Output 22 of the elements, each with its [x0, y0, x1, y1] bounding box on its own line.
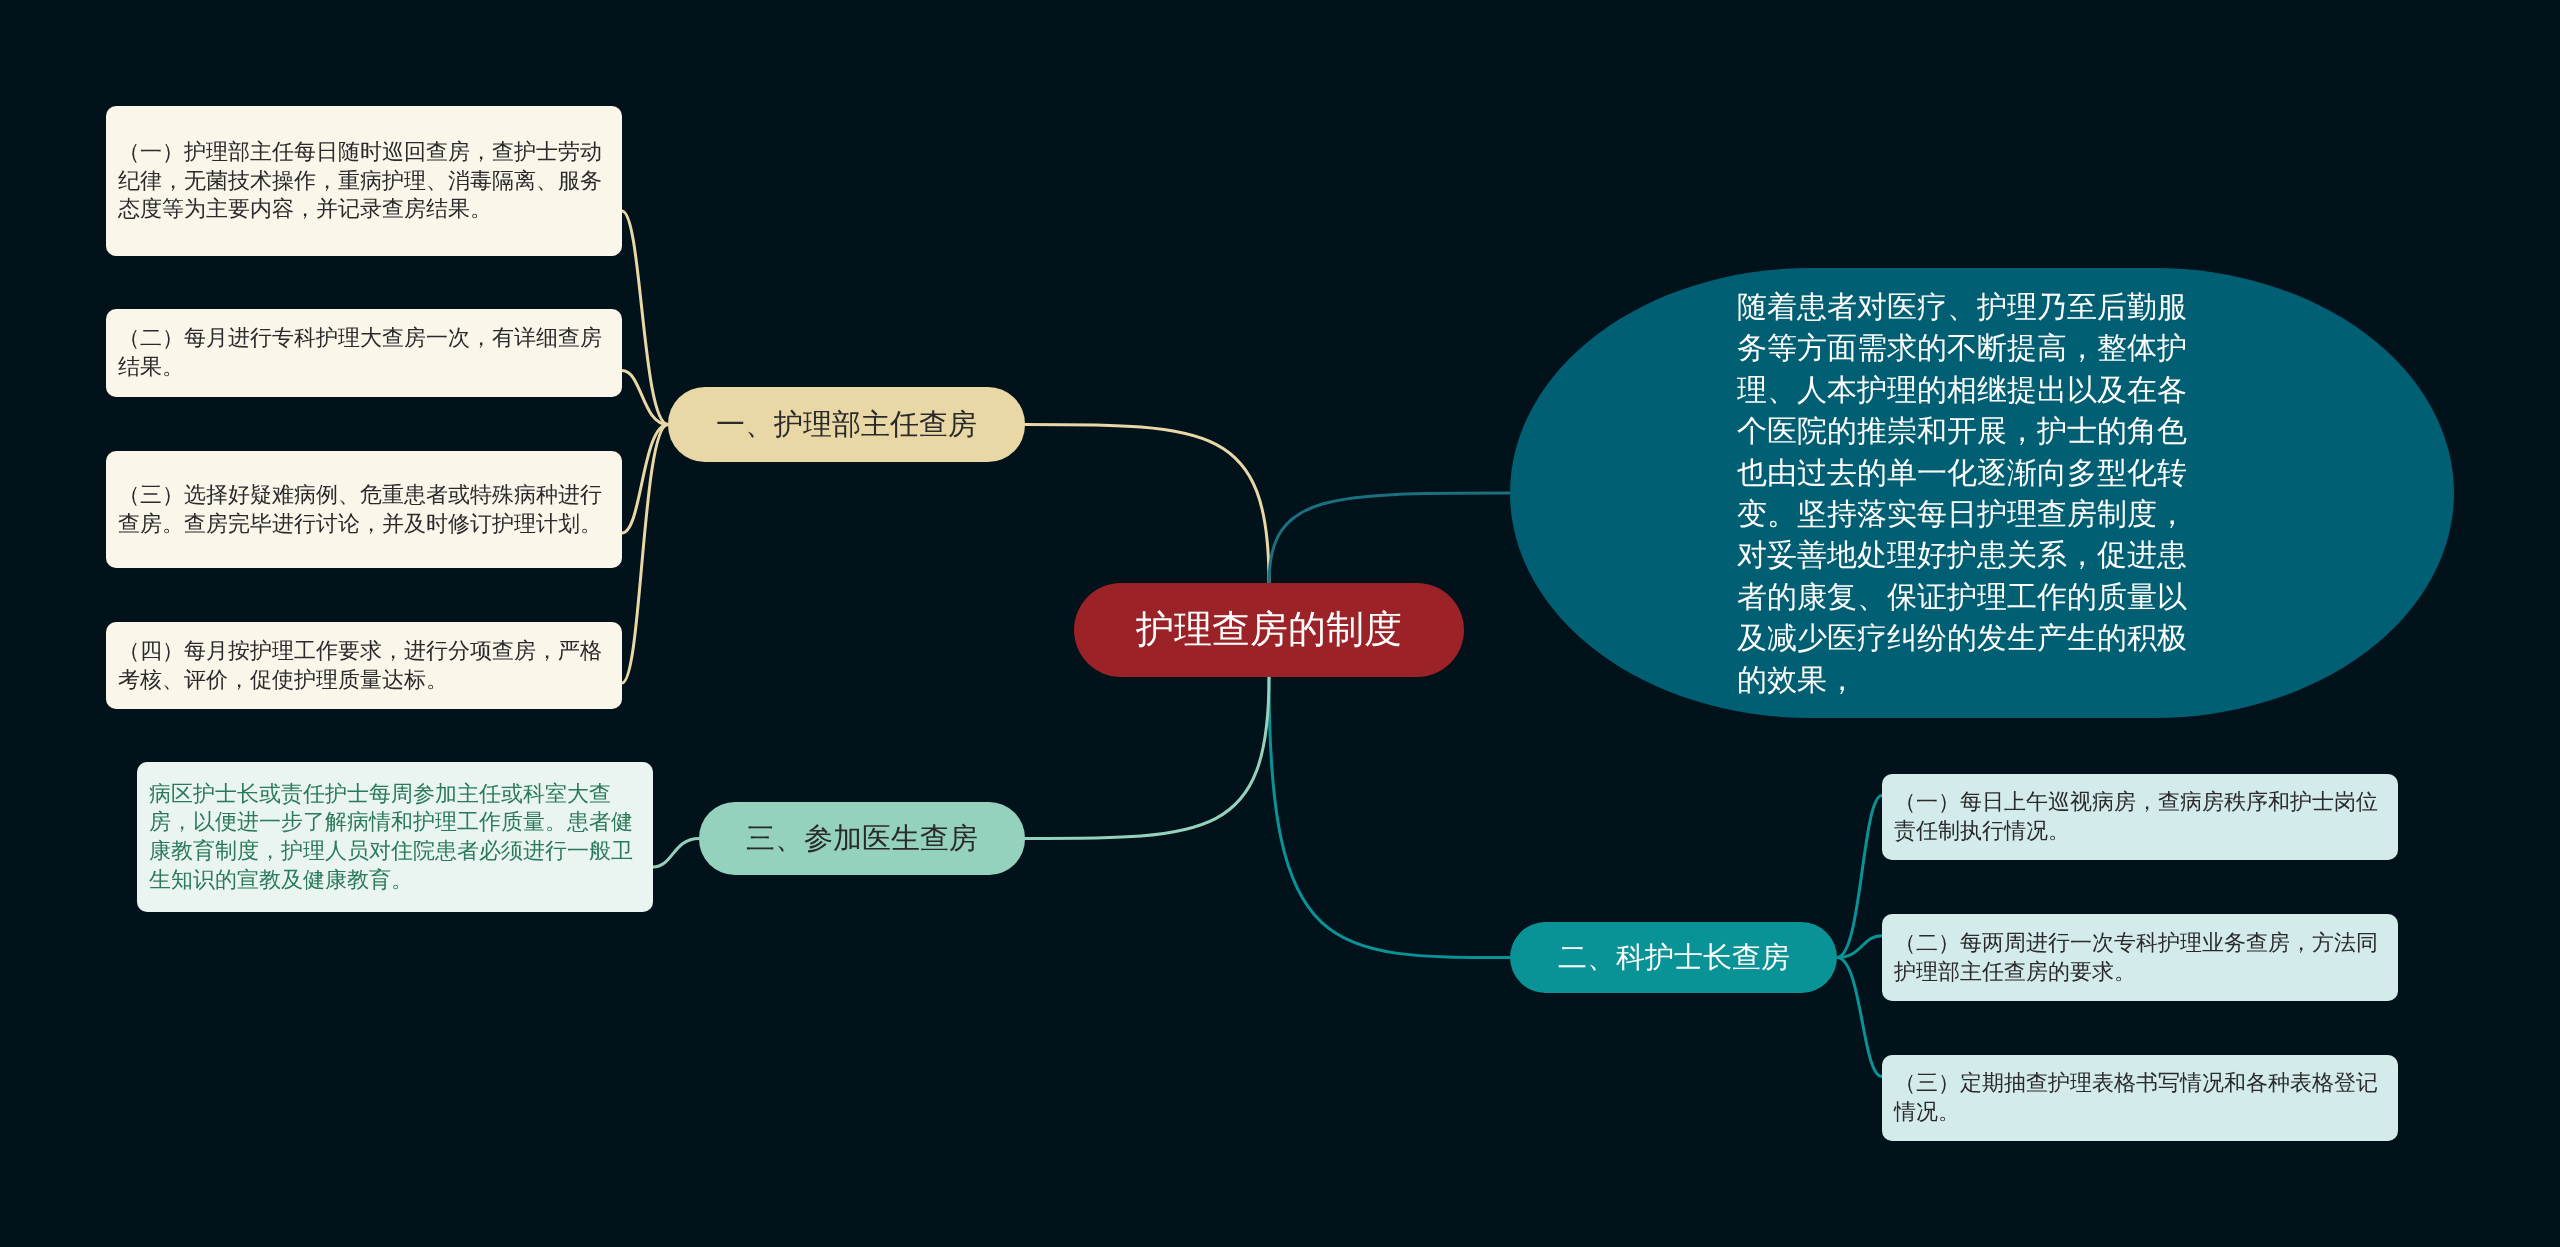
connector-line — [621, 423, 669, 535]
note-card: 病区护士长或责任护士每周参加主任或科室大查房，以便进一步了解病情和护理工作质量。患者健康教育制度，护理人员对住院患者必须进行一般卫生知识的宣教及健康教育。 — [137, 762, 653, 912]
connector-line — [1836, 794, 1883, 959]
connector-line — [1267, 676, 1510, 959]
note-card: （三）选择好疑难病例、危重患者或特殊病种进行查房。查房完毕进行讨论，并及时修订护理计划。 — [106, 451, 622, 568]
note-card: （三）定期抽查护理表格书写情况和各种表格登记情况。 — [1882, 1055, 2398, 1141]
connector-line — [1267, 491, 1510, 584]
note-card: （一）每日上午巡视病房，查病房秩序和护士岗位责任制执行情况。 — [1882, 774, 2398, 860]
connector-line — [1025, 423, 1271, 584]
connector-line — [652, 837, 700, 869]
connector-line — [1836, 956, 1883, 1078]
connector-line — [620, 423, 669, 684]
central-topic: 护理查房的制度 — [1074, 583, 1464, 677]
note-card: （二）每月进行专科护理大查房一次，有详细查房结果。 — [106, 309, 622, 397]
note-card: （一）护理部主任每日随时巡回查房，查护士劳动纪律，无菌技术操作，重病护理、消毒隔离、服务态度等为主要内容，并记录查房结果。 — [106, 106, 622, 256]
note-card: （二）每两周进行一次专科护理业务查房，方法同护理部主任查房的要求。 — [1882, 914, 2398, 1001]
topic-box: 一、护理部主任查房 — [668, 387, 1025, 462]
topic-box: 二、科护士长查房 — [1510, 922, 1837, 993]
connector-line — [621, 209, 669, 426]
connector-line — [1025, 676, 1271, 840]
topic-box: 三、参加医生查房 — [699, 802, 1025, 875]
note-card: （四）每月按护理工作要求，进行分项查房，严格考核、评价，促使护理质量达标。 — [106, 622, 622, 709]
